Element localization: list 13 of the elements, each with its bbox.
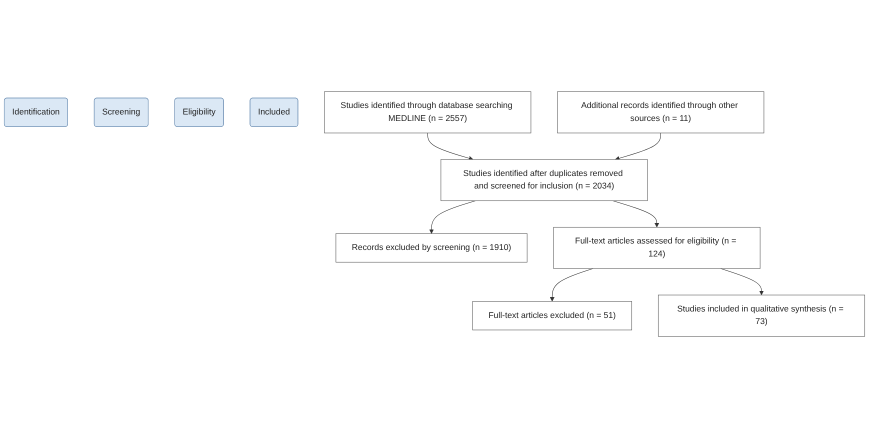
node-box: Additional records identified through other sources (n = 11) [557,91,764,134]
node-box: Full-text articles assessed for eligibility (n = 124) [553,226,760,269]
arrow [612,200,660,228]
node-box: Full-text articles excluded (n = 51) [472,301,632,330]
arrow [550,268,594,302]
arrow [429,200,476,234]
arrow [427,132,474,161]
node-box: Studies included in qualitative synthesis (n = 73) [658,294,866,337]
node-box: Records excluded by screening (n = 1910) [336,233,528,262]
node-box: Studies identified after duplicates removed and screened for inclusion (n = 2034) [440,159,648,202]
arrow [720,268,764,296]
node-box: Studies identified through database searching MEDLINE (n = 2557) [324,91,532,134]
arrow [614,132,661,161]
